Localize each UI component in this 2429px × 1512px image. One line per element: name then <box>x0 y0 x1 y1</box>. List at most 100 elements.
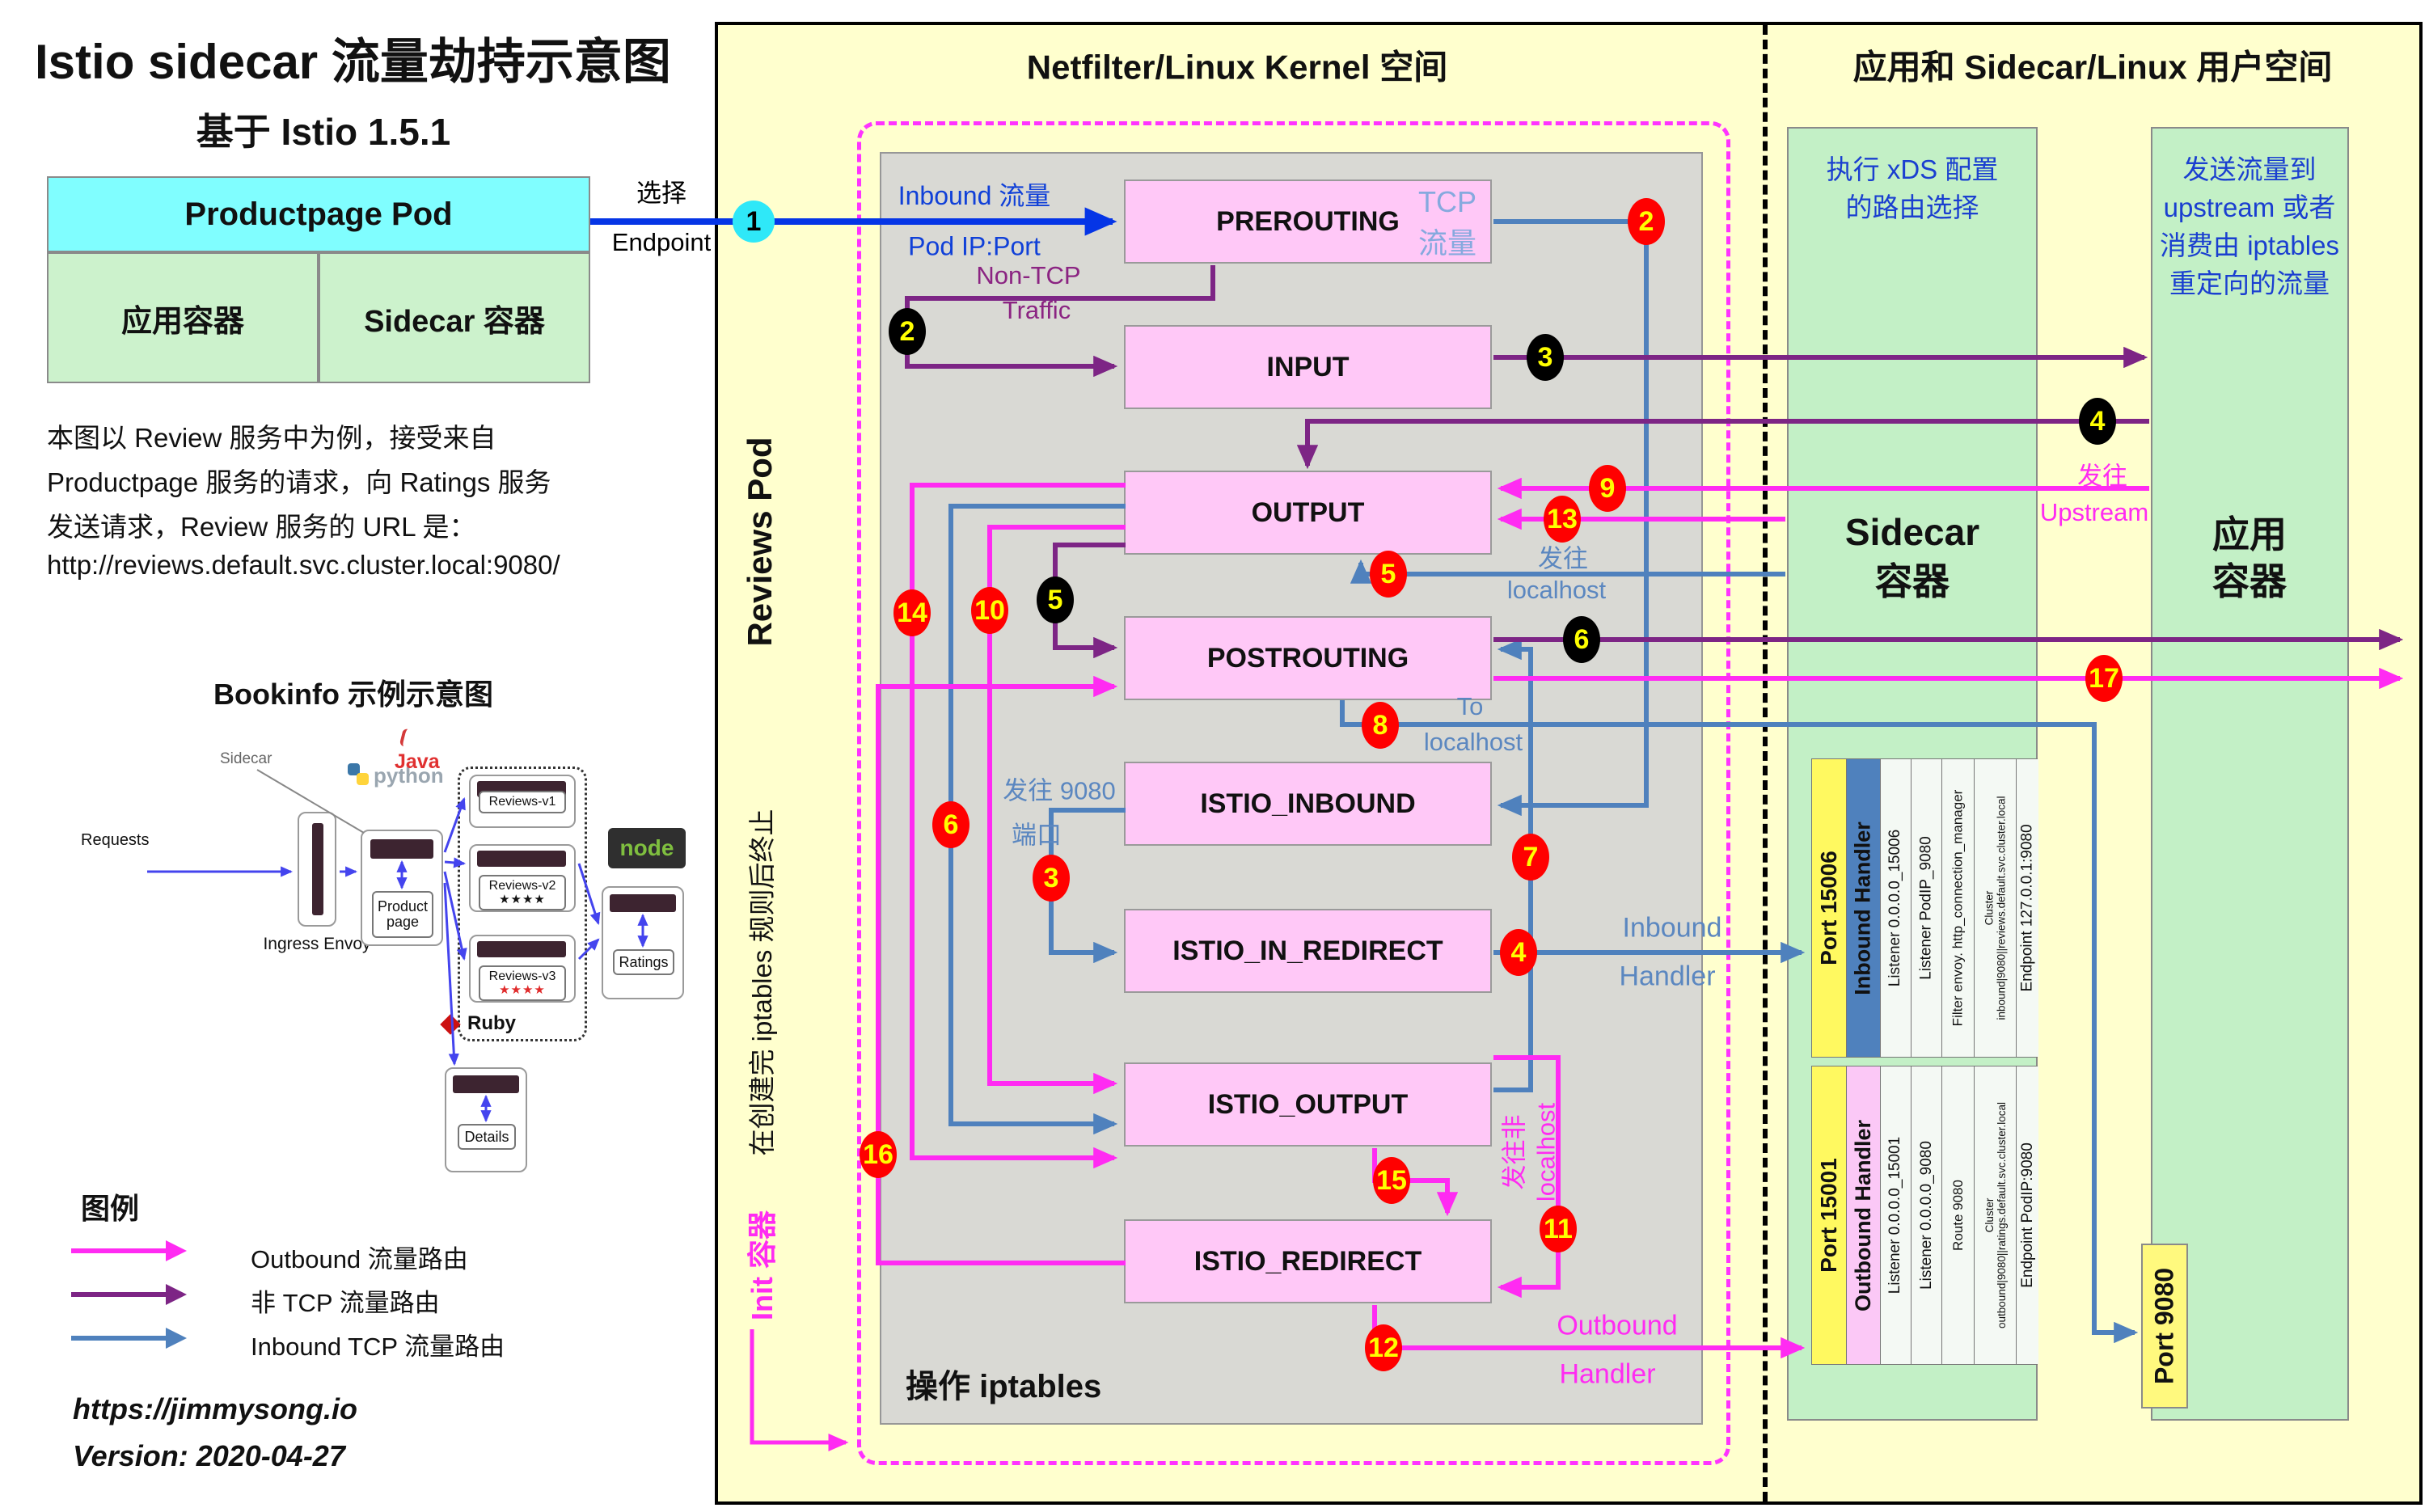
bookinfo-sidecar-label: Sidecar <box>220 750 272 767</box>
flow-label-13: 端口 <box>1012 821 1062 850</box>
bookinfo-ruby-label: Ruby <box>467 1012 516 1034</box>
outbound-handler-table-col-0: Port 15001 <box>1812 1066 1846 1364</box>
productpage-pod-header: Productpage Pod <box>47 176 590 252</box>
step-badge-c1: 1 <box>733 201 775 243</box>
chain-postrouting: POSTROUTING <box>1124 616 1492 700</box>
legend-arrow-0 <box>71 1248 168 1253</box>
step-badge-b6: 6 <box>1563 616 1600 663</box>
flow-label-10: To <box>1456 692 1484 720</box>
chain-prerouting: PREROUTING <box>1124 179 1492 264</box>
inbound-handler-table-col-2: Listener 0.0.0.0_15006 <box>1880 759 1911 1057</box>
bookinfo-reviews-v1-label: Reviews-v1 <box>479 791 566 813</box>
sidecar-xds-note-1: 执行 xDS 配置 <box>1826 154 1999 184</box>
flow-label-17: Handler <box>1559 1358 1656 1390</box>
wire-28 <box>443 882 459 1066</box>
app-note-1: 发送流量到 <box>2182 154 2317 184</box>
chain-istio_in_redirect: ISTIO_IN_REDIRECT <box>1124 909 1492 993</box>
reviews-pod-label: Reviews Pod <box>741 437 779 647</box>
step-badge-r4: 4 <box>1500 929 1537 976</box>
description-line: 本图以 Review 服务中为例，接受来自 <box>47 423 496 453</box>
app-name-2: 容器 <box>2212 560 2287 602</box>
chain-istio_redirect: ISTIO_REDIRECT <box>1124 1219 1492 1303</box>
step-badge-r16: 16 <box>860 1131 897 1178</box>
flow-label-18: 发往 <box>2077 462 2127 491</box>
bookinfo-reviews-v2-bar <box>477 851 566 867</box>
footer-url: https://jimmysong.io <box>73 1392 358 1425</box>
flow-label-3: Pod IP:Port <box>908 231 1041 261</box>
sidecar-xds-note-2: 的路由选择 <box>1845 192 1979 222</box>
flow-label-7: Traffic <box>1002 296 1071 324</box>
step-badge-r7: 7 <box>1512 834 1549 881</box>
bookinfo-reviews-v2-label: Reviews-v2★★★★ <box>479 875 566 910</box>
legend-label-2: Inbound TCP 流量路由 <box>251 1333 505 1361</box>
chain-input: INPUT <box>1124 325 1492 409</box>
app-note-4: 重定向的流量 <box>2169 268 2330 298</box>
legend-arrowhead-0 <box>166 1240 187 1261</box>
step-badge-r6: 6 <box>932 801 969 848</box>
bookinfo-requests-label: Requests <box>81 831 150 849</box>
inbound-handler-table-col-5: Cluster inbound|9080||reviews.default.sv… <box>1974 759 2016 1057</box>
python-icon-yellow <box>357 773 369 785</box>
inbound-handler-table-col-3: Listener PodIP_9080 <box>1911 759 1941 1057</box>
app-note-3: 消费由 iptables <box>2160 230 2339 260</box>
step-badge-r2: 2 <box>1628 198 1665 245</box>
footer-version: Version: 2020-04-27 <box>73 1439 345 1472</box>
node-icon <box>608 828 686 868</box>
user-space-title: 应用和 Sidecar/Linux 用户空间 <box>1852 48 2333 87</box>
bookinfo-title: Bookinfo 示例示意图 <box>213 678 493 711</box>
step-badge-b2: 2 <box>889 308 926 355</box>
outbound-handler-table-col-1: Outbound Handler <box>1846 1066 1880 1364</box>
bookinfo-ratings-label: Ratings <box>613 949 674 975</box>
outbound-handler-table-col-3: Listener 0.0.0.0_9080 <box>1911 1066 1941 1364</box>
sidecar-name-2: 容器 <box>1875 560 1950 602</box>
app-note-2: upstream 或者 <box>2163 192 2336 222</box>
legend-arrow-2 <box>71 1336 168 1341</box>
bookinfo-product-label: Product page <box>372 891 433 938</box>
bookinfo-node-label: node <box>619 835 674 860</box>
step-badge-r5: 5 <box>1370 551 1407 598</box>
flow-label-1: Endpoint <box>611 228 712 256</box>
kernel-space-title: Netfilter/Linux Kernel 空间 <box>1026 48 1448 87</box>
description-line: Productpage 服务的请求，向 Ratings 服务 <box>47 467 551 497</box>
inbound-handler-table-col-1: Inbound Handler <box>1846 759 1880 1057</box>
flow-label-9: localhost <box>1506 576 1607 604</box>
legend-label-0: Outbound 流量路由 <box>251 1245 468 1273</box>
inbound-handler-table-col-4: Filter envoy. http_connection_manager <box>1941 759 1974 1057</box>
flow-label-4: TCP <box>1418 185 1476 218</box>
step-badge-r10: 10 <box>971 587 1008 634</box>
bookinfo-java-label: Java <box>395 750 440 773</box>
legend-title: 图例 <box>81 1192 140 1225</box>
iptables-ops-label: 操作 iptables <box>906 1369 1102 1404</box>
step-badge-r8: 8 <box>1362 702 1399 749</box>
flow-label-15: Handler <box>1619 961 1716 992</box>
flow-label-19: Upstream <box>2039 498 2149 526</box>
outbound-handler-table-col-2: Listener 0.0.0.0_15001 <box>1880 1066 1911 1364</box>
bookinfo-ingress-label: Ingress Envoy <box>263 935 371 953</box>
app-container-column <box>2151 127 2349 1421</box>
bookinfo-product-bar <box>370 839 433 859</box>
outbound-handler-table-col-5: Cluster outbound|9080||ratings.default.s… <box>1974 1066 2016 1364</box>
bookinfo-ingress-bar <box>312 823 323 915</box>
chain-istio_output: ISTIO_OUTPUT <box>1124 1062 1492 1147</box>
kernel-user-divider <box>1763 25 1768 1501</box>
step-badge-r12: 12 <box>1365 1324 1402 1371</box>
flow-label-14: Inbound <box>1622 912 1722 944</box>
flow-label-12: 发往 9080 <box>1003 776 1116 805</box>
flow-label-8: 发往 <box>1538 544 1588 573</box>
app-port-9080-box <box>2141 1244 2188 1409</box>
step-badge-b5: 5 <box>1037 577 1074 623</box>
sidecar-name-1: Sidecar <box>1844 511 1980 553</box>
step-badge-r17: 17 <box>2085 655 2123 702</box>
step-badge-r15: 15 <box>1373 1157 1410 1204</box>
init-terminate-note: 在创建完 iptables 规则后终止 <box>747 809 777 1156</box>
flow-label-0: 选择 <box>636 179 686 208</box>
flow-label-16: Outbound <box>1557 1310 1678 1341</box>
pod-sidecar-container-cell: Sidecar 容器 <box>319 252 590 383</box>
bookinfo-details-bar <box>453 1075 519 1093</box>
app-port-9080-label: Port 9080 <box>2149 1267 2179 1385</box>
step-badge-r3: 3 <box>1033 855 1070 902</box>
bookinfo-details-label: Details <box>458 1124 516 1150</box>
page-subtitle: 基于 Istio 1.5.1 <box>196 111 451 153</box>
